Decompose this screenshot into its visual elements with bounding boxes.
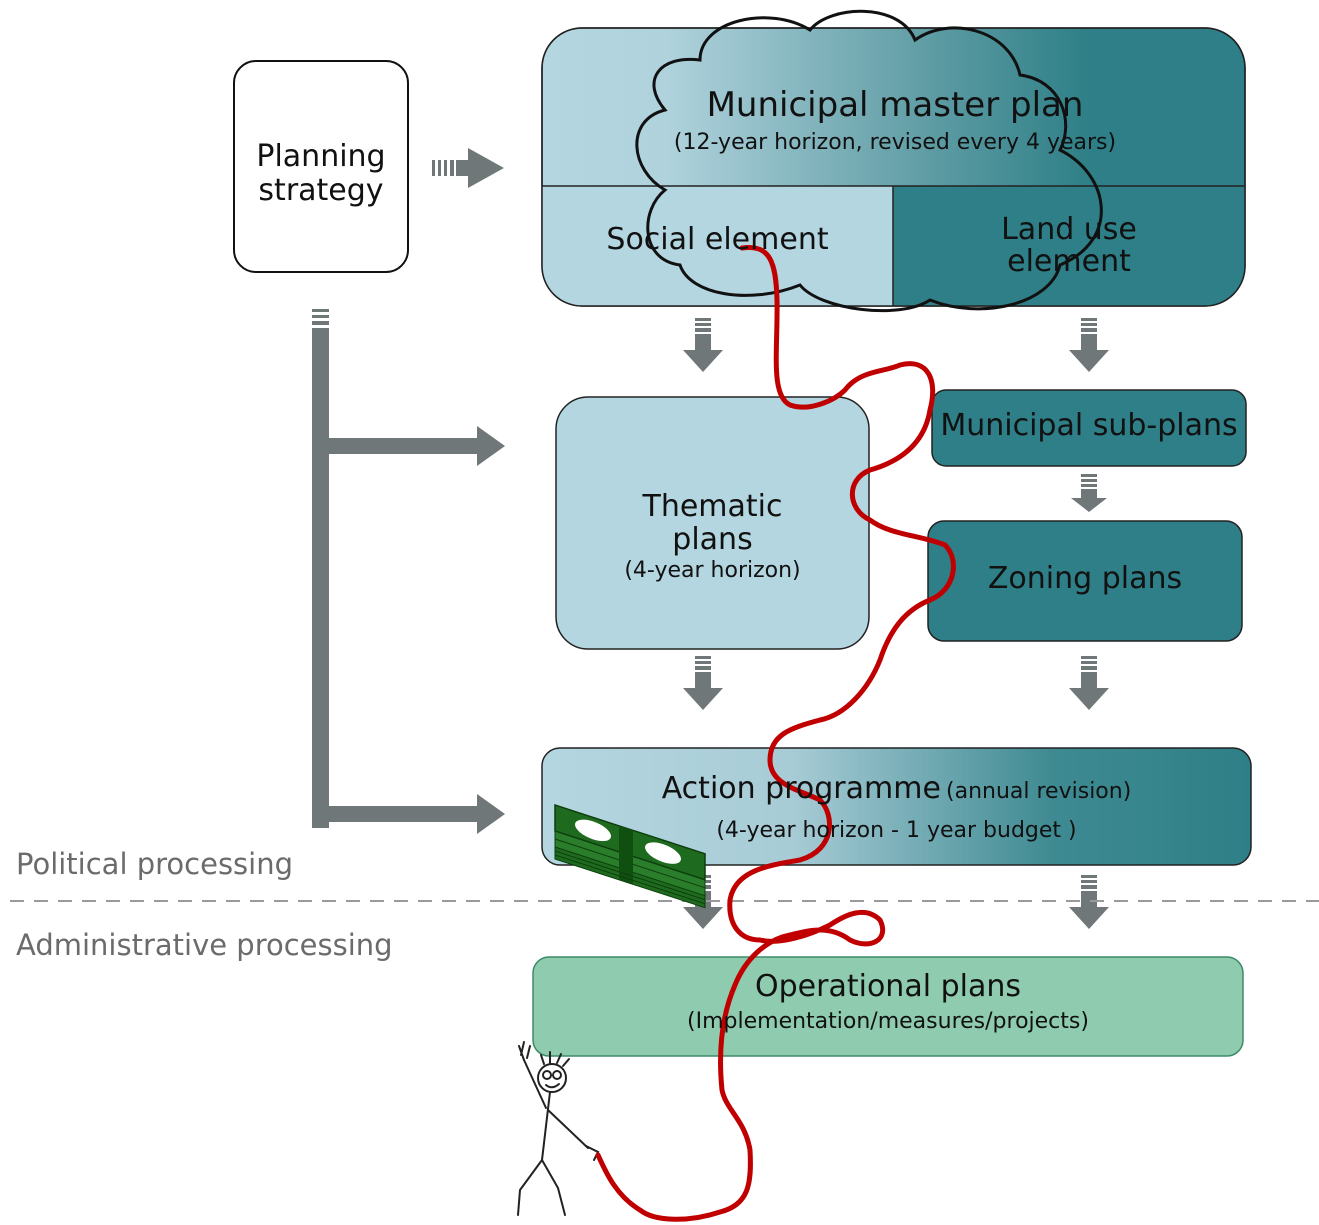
zoning-plans-label: Zoning plans	[987, 561, 1183, 596]
thematic-horizon: (4-year horizon)	[624, 558, 801, 583]
sub-plans-box	[931, 389, 1247, 467]
strategy-to-master-arrow	[432, 148, 504, 188]
thematic-plans-label: Thematic plans (4-year horizon)	[556, 490, 869, 586]
planning-strategy-label: Planning strategy	[234, 140, 408, 208]
down-arrow-thematic-action	[683, 656, 723, 710]
action-programme-label: Action programme (annual revision)	[542, 774, 1251, 804]
action-programme-box	[541, 747, 1252, 866]
master-plan-title: Municipal master plan	[706, 85, 1084, 125]
land-use-line2: element	[1007, 244, 1131, 279]
master-plan-box	[541, 27, 1246, 307]
land-use-line1: Land use	[1001, 212, 1137, 247]
operational-subtitle: (Implementation/measures/projects)	[687, 1009, 1089, 1034]
administrative-processing-label: Administrative processing	[16, 928, 393, 962]
red-squiggle-path	[595, 244, 956, 1222]
down-arrow-master-thematic	[683, 318, 723, 372]
money-stack-icon	[554, 804, 706, 909]
zoning-plans-box	[927, 520, 1243, 642]
action-revision: (annual revision)	[946, 779, 1132, 804]
action-title: Action programme	[661, 771, 941, 806]
down-arrow-action-operational-right	[1069, 875, 1109, 929]
action-horizon: (4-year horizon - 1 year budget )	[716, 818, 1077, 843]
down-arrow-zoning-action	[1069, 656, 1109, 710]
strategy-bracket	[312, 309, 505, 834]
operational-title: Operational plans	[755, 969, 1021, 1004]
social-element-label: Social element	[606, 222, 829, 257]
cloud-doodle	[635, 9, 1103, 313]
thematic-plans-box	[555, 396, 870, 650]
planning-strategy-box	[233, 60, 409, 273]
stick-figure-icon	[517, 1041, 600, 1216]
master-plan-subtitle: (12-year horizon, revised every 4 years)	[673, 130, 1117, 155]
sub-plans-label: Municipal sub-plans	[940, 408, 1238, 443]
land-use-label: Land use element	[893, 214, 1245, 278]
planning-strategy-line2: strategy	[258, 173, 384, 208]
thematic-line1: Thematic	[642, 489, 783, 524]
planning-strategy-line1: Planning	[256, 139, 386, 174]
down-arrow-master-subplans	[1069, 318, 1109, 372]
political-processing-label: Political processing	[16, 847, 294, 881]
operational-plans-box	[532, 956, 1244, 1057]
down-arrow-subplans-zoning	[1071, 474, 1107, 512]
thematic-line2: plans	[672, 522, 753, 557]
